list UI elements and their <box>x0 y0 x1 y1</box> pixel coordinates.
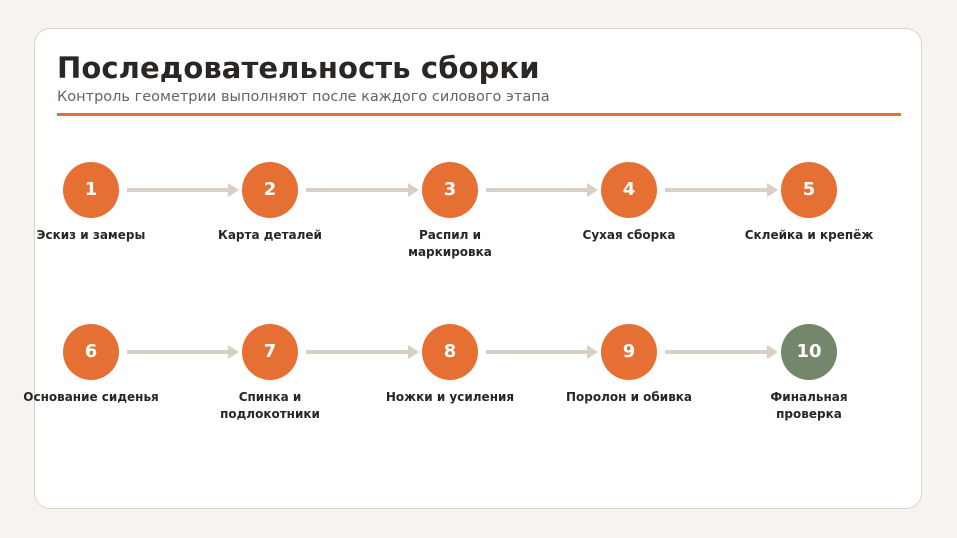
title-divider <box>57 113 901 116</box>
slide-card: Последовательность сборки Контроль геоме… <box>23 28 922 509</box>
step-number-badge: 3 <box>422 162 478 218</box>
connector-arrow-8-9 <box>486 345 598 359</box>
step-number-badge-final: 10 <box>781 324 837 380</box>
step-number-badge: 4 <box>601 162 657 218</box>
step-number-badge: 1 <box>63 162 119 218</box>
connector-arrow-3-4 <box>486 183 598 197</box>
step-8: 8 Ножки и усиления <box>370 324 530 406</box>
step-2: 2 Карта деталей <box>190 162 350 244</box>
connector-arrow-1-2 <box>127 183 239 197</box>
step-7: 7 Спинка и подлокотники <box>190 324 350 423</box>
step-label: Карта деталей <box>218 228 322 242</box>
step-9: 9 Поролон и обивка <box>549 324 709 406</box>
connector-arrow-7-8 <box>306 345 419 359</box>
step-number-badge: 5 <box>781 162 837 218</box>
step-5: 5 Склейка и крепёж <box>729 162 889 244</box>
step-3: 3 Распил и маркировка <box>370 162 530 261</box>
connector-arrow-2-3 <box>306 183 419 197</box>
step-number-badge: 7 <box>242 324 298 380</box>
step-label: Ножки и усиления <box>385 390 515 404</box>
step-label: Финальная проверка <box>770 390 848 421</box>
step-10: 10 Финальная проверка <box>729 324 889 423</box>
step-number-badge: 2 <box>242 162 298 218</box>
page-title: Последовательность сборки <box>57 51 540 85</box>
step-label: Основание сиденья <box>23 390 159 404</box>
step-label: Распил и маркировка <box>408 228 492 259</box>
step-number-badge: 6 <box>63 324 119 380</box>
step-label: Спинка и подлокотники <box>220 390 320 421</box>
connector-arrow-9-10 <box>665 345 778 359</box>
step-label: Эскиз и замеры <box>36 228 146 242</box>
connector-arrow-6-7 <box>127 345 239 359</box>
step-number-badge: 9 <box>601 324 657 380</box>
step-number-badge: 8 <box>422 324 478 380</box>
step-4: 4 Сухая сборка <box>549 162 709 244</box>
page-subtitle: Контроль геометрии выполняют после каждо… <box>57 89 550 105</box>
step-label: Сухая сборка <box>582 228 676 242</box>
step-6: 6 Основание сиденья <box>11 324 171 406</box>
step-1: 1 Эскиз и замеры <box>11 162 171 244</box>
connector-arrow-4-5 <box>665 183 778 197</box>
step-label: Склейка и крепёж <box>744 228 874 242</box>
step-label: Поролон и обивка <box>565 390 693 404</box>
